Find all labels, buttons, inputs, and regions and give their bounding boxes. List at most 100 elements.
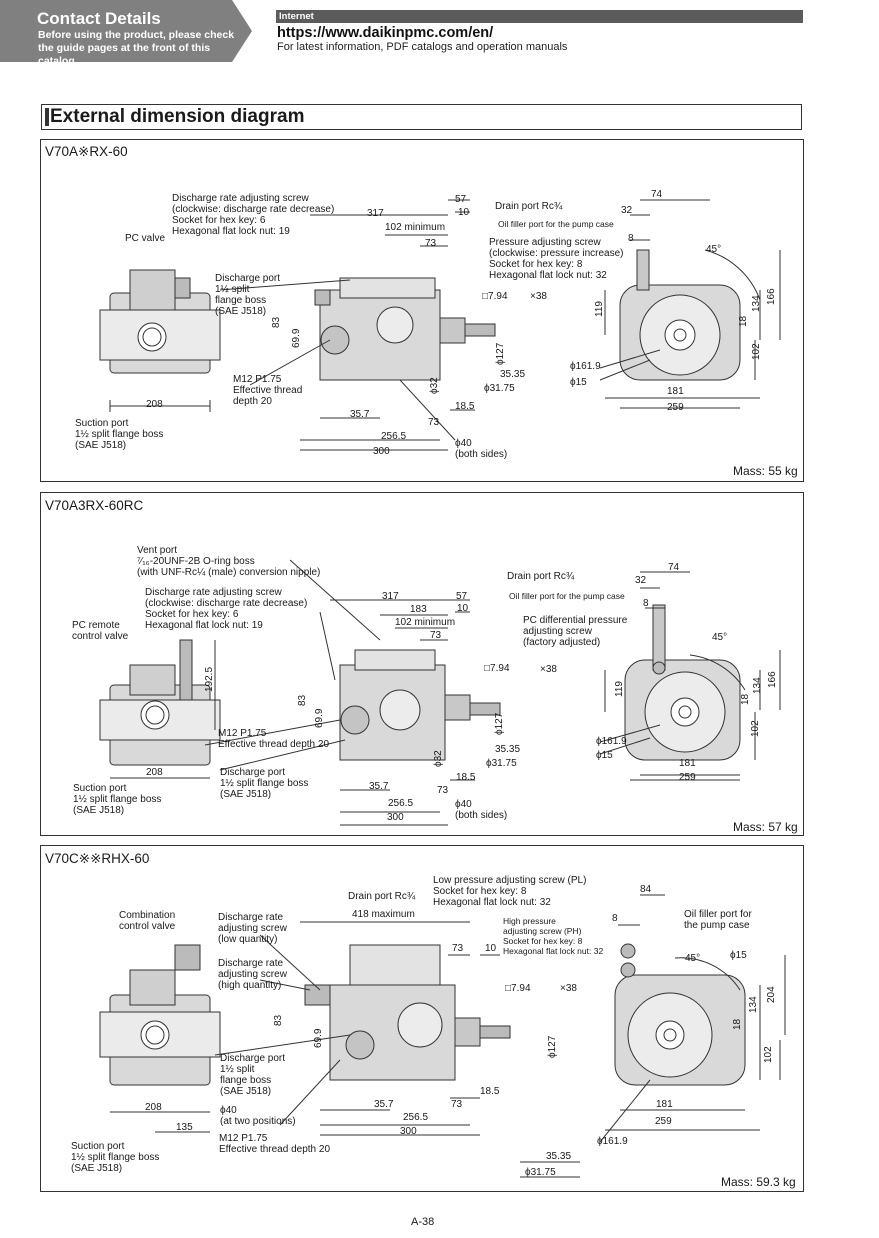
dim-phi-127: ϕ127 (495, 342, 506, 365)
mass-label: Mass: 55 kg (733, 464, 798, 478)
dim-57: 57 (455, 194, 467, 205)
discharge-adjust-label: Discharge rate adjusting screw (clockwis… (145, 587, 308, 631)
dim-10: 10 (485, 943, 497, 954)
suction-port-label: Suction port 1½ split flange boss (SAE J… (75, 418, 164, 451)
dim-83: 83 (271, 316, 282, 328)
model-name: V70A※RX-60 (45, 144, 128, 159)
dim-208: 208 (145, 1102, 162, 1113)
dim-key-length: ×38 (560, 983, 577, 994)
dim-10: 10 (457, 603, 469, 614)
dim-angle: 45° (685, 953, 701, 964)
dim-102: 102 (763, 1046, 774, 1063)
dim-phi-31-75: ϕ31.75 (486, 758, 517, 769)
discharge-port-label: Discharge port 1½ split flange boss (SAE… (220, 767, 309, 800)
dim-119: 119 (594, 301, 605, 317)
pump-side-view-3 (214, 921, 580, 1178)
dim-69-9: 69.9 (313, 1028, 324, 1048)
section-title: External dimension diagram (50, 106, 305, 127)
dim-204: 204 (766, 986, 777, 1003)
m12-thread-label: M12 P1.75 Effective thread depth 20 (219, 1133, 331, 1155)
dim-35-7: 35.7 (369, 781, 389, 792)
section-heading-box (41, 104, 802, 130)
low-pressure-adjust-label: Low pressure adjusting screw (PL) Socket… (433, 875, 587, 908)
dim-phi-31-75: ϕ31.75 (525, 1167, 556, 1178)
dim-angle: 45° (706, 244, 722, 255)
dim-69-9: 69.9 (314, 708, 325, 728)
panel-v70a3rx (40, 492, 804, 836)
contact-tab-shape (0, 0, 252, 62)
dim-phi-127: ϕ127 (494, 712, 505, 735)
dim-84: 84 (640, 884, 652, 895)
dim-18: 18 (732, 1018, 743, 1030)
dim-134: 134 (752, 677, 763, 694)
dim-74: 74 (668, 562, 680, 573)
dim-18-5: 18.5 (480, 1086, 500, 1097)
pc-remote-label: PC remote control valve (72, 620, 129, 642)
page-number: A-38 (411, 1216, 435, 1228)
vent-port-label: Vent port ⁷⁄₁₆-20UNF-2B O-ring boss (wit… (137, 545, 321, 578)
dim-134: 134 (748, 996, 759, 1013)
dim-73-top: 73 (430, 630, 442, 641)
dim-18-5: 18.5 (455, 401, 475, 412)
oil-filler-label: Oil filler port for the pump case (498, 219, 614, 229)
dim-192-5: 192.5 (204, 666, 215, 692)
dim-key-length: ×38 (530, 291, 547, 302)
dim-102-min: 102 minimum (395, 617, 456, 628)
both-sides-label: ϕ40 (both sides) (455, 438, 508, 460)
dim-300: 300 (387, 812, 404, 823)
oil-filler-label: Oil filler port for the pump case (684, 909, 752, 931)
dim-10: 10 (458, 207, 470, 218)
top-bar: Contact Details Before using the product… (0, 0, 879, 67)
dim-166: 166 (767, 671, 778, 688)
dim-key: □7.94 (484, 663, 510, 674)
pc-valve-label: PC valve (125, 233, 166, 244)
internet-note: For latest information, PDF catalogs and… (277, 41, 568, 53)
model-name: V70A3RX-60RC (45, 498, 144, 513)
dim-259: 259 (655, 1116, 672, 1127)
discharge-adjust-low-label: Discharge rate adjusting screw (low quan… (218, 912, 287, 945)
dim-57: 57 (456, 591, 468, 602)
both-sides-label: ϕ40 (both sides) (455, 799, 508, 821)
dim-181: 181 (667, 386, 684, 397)
dim-119: 119 (614, 681, 625, 697)
dim-74: 74 (651, 189, 663, 200)
panel-v70crhx (40, 845, 804, 1192)
dim-phi-127: ϕ127 (547, 1035, 558, 1058)
dim-8: 8 (643, 598, 649, 609)
internet-bar (276, 10, 803, 23)
dim-35-7: 35.7 (374, 1099, 394, 1110)
drain-port-label: Drain port Rc¾ (348, 891, 416, 902)
mass-label: Mass: 59.3 kg (721, 1175, 796, 1189)
dim-300: 300 (400, 1126, 417, 1137)
dim-angle: 45° (712, 632, 728, 643)
internet-url-link[interactable]: https://www.daikinpmc.com/en/ (277, 25, 494, 41)
pressure-adjust-label: Pressure adjusting screw (clockwise: pre… (489, 237, 624, 281)
dim-phi-161-9: ϕ161.9 (597, 1136, 628, 1147)
dim-135: 135 (176, 1122, 193, 1133)
dim-phi-32: ϕ32 (433, 750, 444, 767)
dim-166: 166 (766, 288, 777, 305)
dim-259: 259 (667, 402, 684, 413)
dim-102-min: 102 minimum (385, 222, 446, 233)
dim-83: 83 (273, 1014, 284, 1026)
dim-418-max: 418 maximum (352, 909, 415, 920)
dim-300: 300 (373, 446, 390, 457)
suction-port-label: Suction port 1½ split flange boss (SAE J… (71, 1141, 160, 1174)
dim-73-bottom: 73 (451, 1099, 463, 1110)
dim-18: 18 (738, 315, 749, 327)
dim-69-9: 69.9 (291, 328, 302, 348)
pump-side-view-1 (219, 199, 496, 451)
high-pressure-adjust-label: High pressure adjusting screw (PH) Socke… (503, 916, 604, 956)
discharge-port-label: Discharge port 1½ split flange boss (SAE… (215, 273, 281, 317)
dim-phi-31-75: ϕ31.75 (484, 383, 515, 394)
dim-phi-15: ϕ15 (730, 950, 747, 961)
pc-differential-label: PC differential pressure adjusting screw… (523, 615, 628, 648)
panel-v70arx (40, 139, 804, 482)
dim-35-35: 35.35 (500, 369, 526, 380)
dim-phi-15: ϕ15 (570, 377, 587, 388)
dim-18: 18 (740, 693, 751, 705)
dim-73-top: 73 (452, 943, 464, 954)
mass-label: Mass: 57 kg (733, 820, 798, 834)
dim-317: 317 (367, 208, 384, 219)
